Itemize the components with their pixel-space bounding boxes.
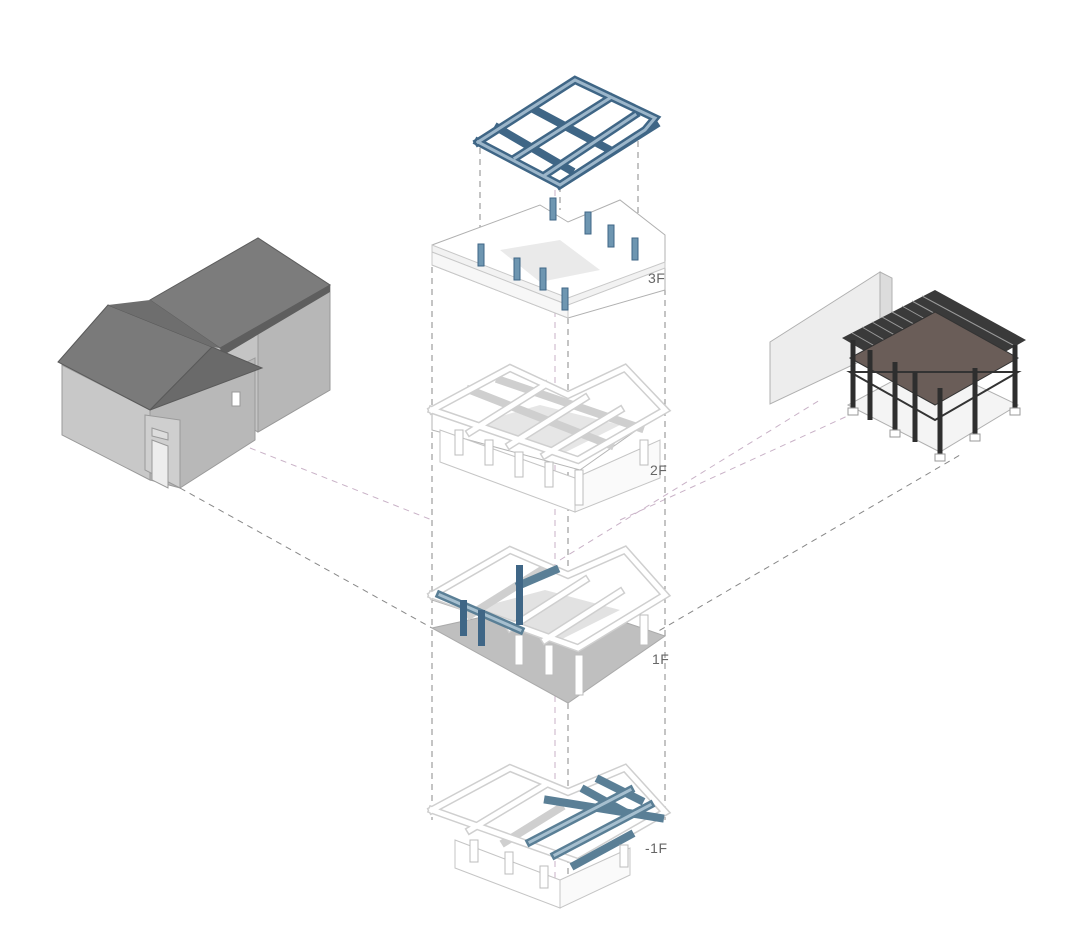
floor-basement-frame xyxy=(426,763,672,909)
2f-beams xyxy=(426,363,672,465)
basement-highlighted-members xyxy=(524,774,665,871)
level-label-3f: 3F xyxy=(648,270,666,286)
existing-house-model xyxy=(57,237,331,489)
floor-3f-slab xyxy=(431,197,666,319)
timber-frame-model xyxy=(769,271,1026,462)
level-label-1f: 1F xyxy=(652,651,670,667)
frame-posts xyxy=(850,340,1018,456)
roof-frame-highlighted xyxy=(472,75,662,191)
floor-2f-frame xyxy=(426,363,672,513)
3f-columns xyxy=(477,197,639,311)
level-label-basement: -1F xyxy=(645,840,668,856)
floor-1f-frame xyxy=(426,545,672,704)
level-label-2f: 2F xyxy=(650,462,668,478)
1f-highlighted-members xyxy=(434,564,561,646)
